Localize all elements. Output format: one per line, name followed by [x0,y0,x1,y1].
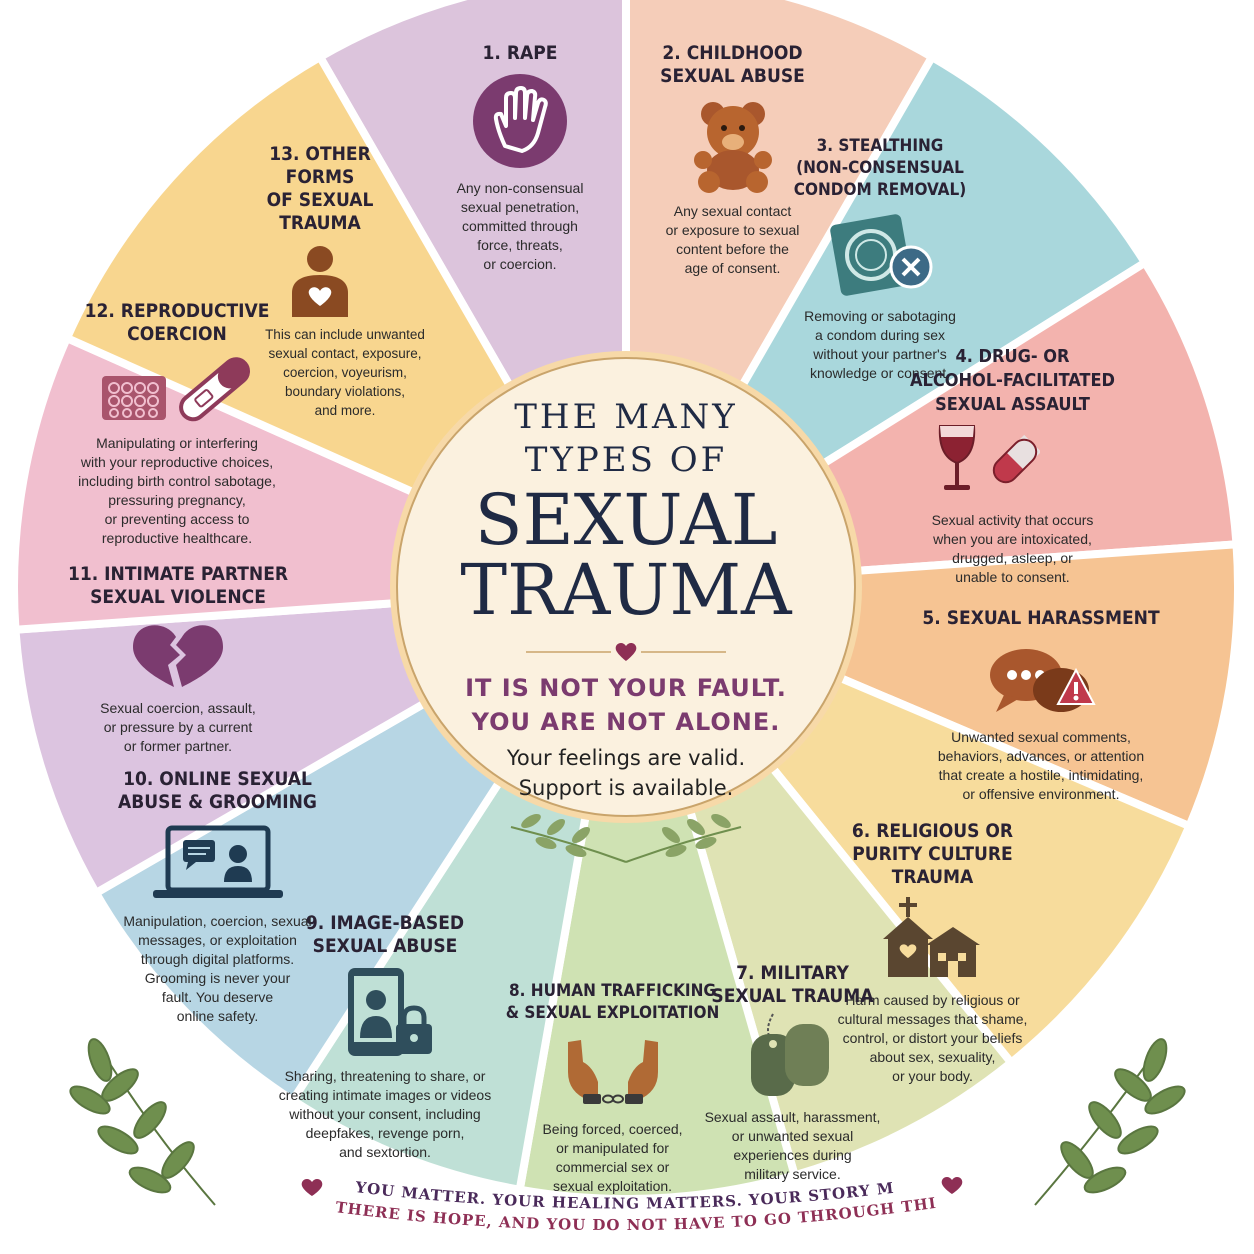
segment-title: 6. RELIGIOUS OR PURITY CULTURE TRAUMA [851,820,1014,888]
segment-childhood-sexual-abuse: 2. CHILDHOOD SEXUAL ABUSE Any sexual con… [630,42,835,278]
laptop-chat-icon [152,825,283,898]
segment-title: 4. DRUG- OR ALCOHOL-FACILITATED SEXUAL A… [910,346,1115,415]
center-circle [396,357,856,817]
laurel-icon [510,814,742,863]
segment-religious-purity-culture: 6. RELIGIOUS OR PURITY CULTURE TRAUMA Ha… [820,820,1045,1086]
segment-title: 2. CHILDHOOD SEXUAL ABUSE [660,42,805,87]
segment-rape: 1. RAPE Any non-consensual sexual penetr… [420,42,620,274]
segment-reproductive-coercion: 12. REPRODUCTIVE COERCION Manipulating o… [62,300,292,548]
segment-description: Sexual assault, harassment, or unwanted … [704,1109,881,1182]
segment-military-sexual-trauma: 7. MILITARY SEXUAL TRAUMA Sexual assault… [705,962,881,1184]
heart-icon [301,1179,323,1196]
segment-description: Manipulation, coercion, sexual messages,… [123,913,312,1024]
segment-description: Sharing, threatening to share, or creati… [278,1068,492,1160]
segment-title: 8. HUMAN TRAFFICKING & SEXUAL EXPLOITATI… [505,981,720,1023]
person-heart-icon [292,246,348,317]
wine-and-pill-icon [938,425,1040,490]
segment-title: 3. STEALTHING (NON-CONSENSUAL CONDOM REM… [793,136,967,200]
segment-stealthing: 3. STEALTHING (NON-CONSENSUAL CONDOM REM… [780,135,980,383]
segment-online-abuse-grooming: 10. ONLINE SEXUAL ABUSE & GROOMING Manip… [95,768,340,1026]
segment-title: 13. OTHER FORMS OF SEXUAL TRAUMA [266,143,374,234]
segment-image-based-abuse: 9. IMAGE-BASED SEXUAL ABUSE Sharing, thr… [265,912,505,1162]
speech-bubble-warning-icon [990,649,1096,712]
segment-description: Removing or sabotaging a condom during s… [804,308,956,381]
segment-human-trafficking: 8. HUMAN TRAFFICKING & SEXUAL EXPLOITATI… [500,980,725,1196]
message-not-your-fault: IT IS NOT YOUR FAULT. [465,674,787,702]
support-line-1: Your feelings are valid. [506,746,746,770]
segment-description: Manipulating or interfering with your re… [78,435,276,546]
locked-phone-icon [348,968,432,1056]
broken-heart-icon [133,625,223,687]
chained-hands-icon [567,1040,658,1104]
title-line-3: SEXUAL [474,479,778,561]
segment-description: Any non-consensual sexual penetration, c… [456,180,584,272]
segment-title: 5. SEXUAL HARASSMENT [922,607,1160,629]
segment-sexual-harassment: 5. SEXUAL HARASSMENT Unwanted sexual com… [910,607,1172,804]
heart-divider-icon [526,643,726,661]
condom-removal-icon [830,214,933,296]
birth-control-icon [102,357,250,422]
title-line-1: THE MANY [514,397,738,437]
heart-icon [941,1177,963,1194]
leaf-branch-left-icon [69,1038,216,1206]
segment-description: Any sexual contact or exposure to sexual… [665,203,800,276]
center-panel: THE MANY TYPES OF SEXUAL TRAUMA IT IS NO… [391,352,861,863]
church-icon [882,897,980,977]
segment-description: This can include unwanted sexual contact… [265,327,425,418]
leaf-branch-right-icon [1034,1038,1186,1206]
segment-title: 10. ONLINE SEXUAL ABUSE & GROOMING [118,768,317,813]
segment-title: 11. INTIMATE PARTNER SEXUAL VIOLENCE [67,563,289,608]
title-line-4: TRAUMA [460,549,792,631]
segment-description: Unwanted sexual comments, behaviors, adv… [937,729,1145,802]
segment-title: 1. RAPE [482,42,558,64]
segment-drug-alcohol-facilitated: 4. DRUG- OR ALCOHOL-FACILITATED SEXUAL A… [900,345,1125,587]
segment-description: Sexual activity that occurs when you are… [931,512,1094,585]
segment-description: Harm caused by religious or cultural mes… [837,992,1028,1084]
segment-description: Being forced, coerced, or manipulated fo… [542,1121,683,1194]
dog-tags-icon [750,1013,829,1096]
support-line-2: Support is available. [518,776,734,800]
raised-hand-icon [473,74,567,168]
segment-intimate-partner-violence: 11. INTIMATE PARTNER SEXUAL VIOLENCE Sex… [48,563,308,756]
segment-title: 12. REPRODUCTIVE COERCION [84,300,270,345]
segment-other-forms: 13. OTHER FORMS OF SEXUAL TRAUMA This ca… [240,143,425,420]
wedge [515,585,800,1203]
teddy-bear-icon [693,102,772,193]
title-line-2: TYPES OF [524,440,728,480]
segment-description: Sexual coercion, assault, or pressure by… [100,700,256,754]
message-not-alone: YOU ARE NOT ALONE. [471,708,781,736]
segment-title: 9. IMAGE-BASED SEXUAL ABUSE [305,912,465,957]
segment-title: 7. MILITARY SEXUAL TRAUMA [711,962,874,1007]
